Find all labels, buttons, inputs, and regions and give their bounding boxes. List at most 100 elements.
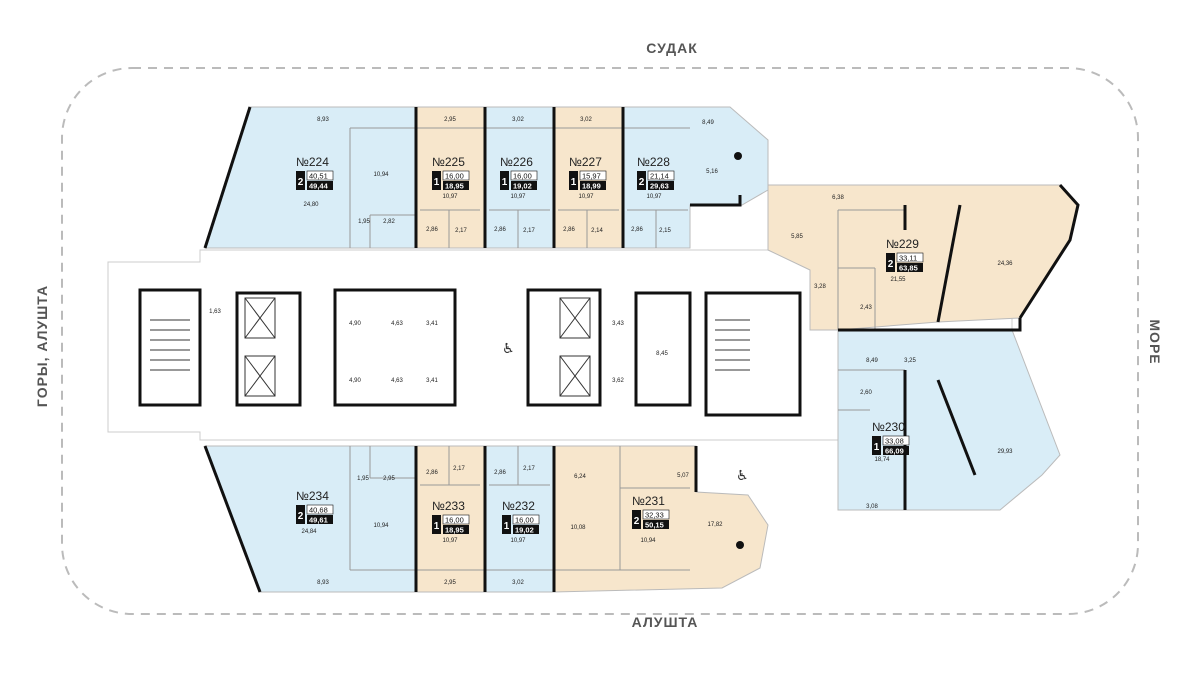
room-area: 2,95 xyxy=(444,117,456,123)
rooms-badge xyxy=(432,515,441,534)
living-area: 15,97 xyxy=(582,171,601,180)
room-area: 10,94 xyxy=(373,523,389,529)
living-area-box xyxy=(882,435,910,446)
room-area: 2,86 xyxy=(494,470,506,476)
living-area: 16,00 xyxy=(515,515,534,524)
room-area: 29,93 xyxy=(997,449,1013,455)
room-area: 2,14 xyxy=(591,228,603,234)
room-area: 2,86 xyxy=(426,227,438,233)
rooms-count: 2 xyxy=(634,516,640,527)
room-area: 3,28 xyxy=(814,284,826,290)
room-area: 4,90 xyxy=(349,321,361,327)
room-area: 1,63 xyxy=(209,309,221,315)
room-area: 10,97 xyxy=(510,194,526,200)
rooms-count: 1 xyxy=(874,442,880,453)
room-area: 10,08 xyxy=(570,525,586,531)
rooms-count: 1 xyxy=(434,177,440,188)
apartment-number: №224 xyxy=(296,155,329,169)
living-area: 21,14 xyxy=(650,171,669,180)
living-area-box xyxy=(647,170,675,181)
walls xyxy=(138,106,1080,593)
total-area-box xyxy=(513,525,539,534)
rooms-badge xyxy=(296,171,305,190)
wheelchair-icon: ♿ xyxy=(502,341,515,357)
room-area: 6,38 xyxy=(832,195,844,201)
total-area-box xyxy=(443,181,469,190)
apartment-number: №233 xyxy=(432,499,465,513)
balcony-post-228 xyxy=(734,152,742,160)
room-area: 10,94 xyxy=(373,172,389,178)
total-area-box xyxy=(643,520,669,529)
living-area-box xyxy=(306,170,334,181)
room-area: 3,25 xyxy=(904,358,916,364)
room-area: 8,93 xyxy=(317,580,329,586)
room-area: 2,95 xyxy=(383,476,395,482)
living-area-box xyxy=(510,170,538,181)
direction-bottom: АЛУШТА xyxy=(632,614,699,630)
room-area: 3,02 xyxy=(512,580,524,586)
room-area: 21,55 xyxy=(890,277,906,283)
rooms-badge xyxy=(637,171,646,190)
total-area-box xyxy=(648,181,674,190)
room-area: 4,90 xyxy=(349,378,361,384)
room-area: 10,97 xyxy=(510,538,526,544)
room-area: 2,17 xyxy=(523,466,535,472)
apt-225-shape xyxy=(415,106,486,249)
total-area-box xyxy=(511,181,537,190)
rooms-count: 2 xyxy=(298,177,304,188)
rooms-badge xyxy=(432,171,441,190)
room-area: 3,43 xyxy=(612,321,624,327)
total-area-box xyxy=(897,263,923,272)
room-area: 8,49 xyxy=(866,358,878,364)
rooms-badge xyxy=(632,510,641,529)
total-area: 18,95 xyxy=(445,181,464,190)
room-area: 2,82 xyxy=(383,219,395,225)
living-area: 33,08 xyxy=(885,436,904,445)
room-area: 5,07 xyxy=(677,473,689,479)
living-area-box xyxy=(442,170,470,181)
total-area-box xyxy=(580,181,606,190)
rooms-count: 2 xyxy=(888,259,894,270)
rooms-badge xyxy=(296,505,305,524)
room-area: 3,08 xyxy=(866,504,878,510)
room-area: 3,62 xyxy=(612,378,624,384)
rooms-count: 1 xyxy=(571,177,577,188)
room-area: 2,86 xyxy=(426,470,438,476)
total-area-box xyxy=(443,525,469,534)
living-area: 16,00 xyxy=(445,515,464,524)
room-area: 18,74 xyxy=(874,457,890,463)
room-area: 10,94 xyxy=(640,538,656,544)
apartment-number: №225 xyxy=(432,155,465,169)
room-area: 5,85 xyxy=(791,234,803,240)
total-area: 63,85 xyxy=(899,263,918,272)
room-area: 17,82 xyxy=(707,522,723,528)
site-outline xyxy=(61,67,1139,615)
rooms-badge xyxy=(872,436,881,455)
room-area: 2,86 xyxy=(563,227,575,233)
direction-top: СУДАК xyxy=(646,40,698,56)
room-area: 2,86 xyxy=(631,227,643,233)
total-area-box xyxy=(883,446,909,455)
living-area-box xyxy=(896,252,924,263)
room-area: 2,17 xyxy=(455,228,467,234)
total-area: 19,02 xyxy=(515,525,534,534)
room-area: 4,63 xyxy=(391,378,403,384)
room-area: 8,49 xyxy=(702,120,714,126)
room-area: 8,45 xyxy=(656,351,668,357)
living-area: 16,00 xyxy=(513,171,532,180)
apartment-number: №227 xyxy=(569,155,602,169)
room-area: 24,80 xyxy=(303,202,319,208)
room-area: 10,97 xyxy=(442,538,458,544)
total-area-box xyxy=(307,515,333,524)
